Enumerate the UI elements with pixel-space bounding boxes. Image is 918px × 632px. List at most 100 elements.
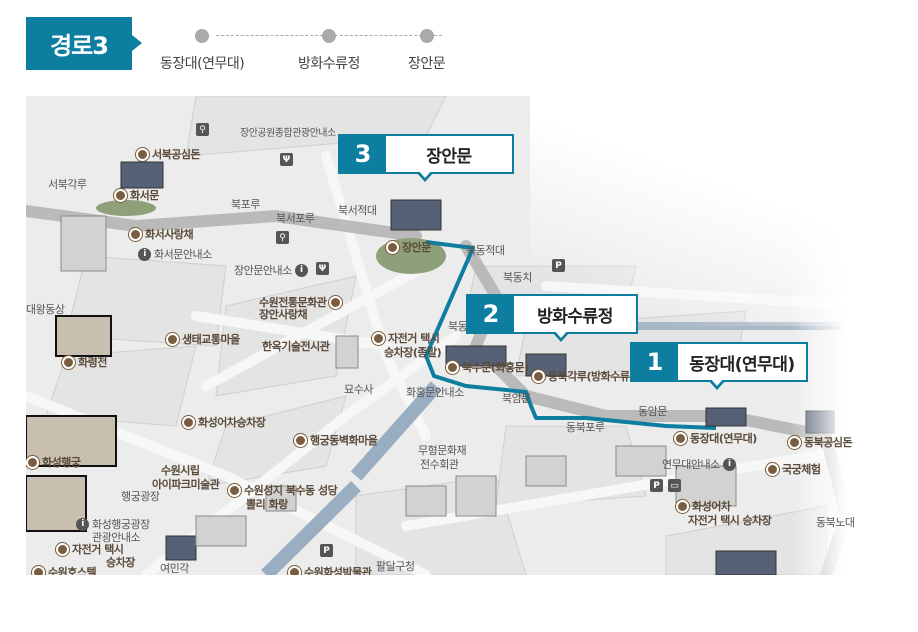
poi-city-museum[interactable]: 수원시립 <box>161 464 200 477</box>
poi-city-museum-2[interactable]: 아이파크미술관 <box>152 478 220 491</box>
poi-eco-village[interactable]: 생태교통마을 <box>166 331 240 347</box>
restroom-icon[interactable]: ⚲ <box>196 123 209 136</box>
landmark-pin-icon <box>532 369 545 383</box>
poi-hwaseomun[interactable]: 화서문 <box>114 187 159 203</box>
restaurant-icon[interactable]: Ψ <box>316 262 329 275</box>
route-badge: 경로3 <box>26 17 142 70</box>
poi-bike-taxi-haenggung[interactable]: 자전거 택시 <box>56 541 124 557</box>
callout-janganmun[interactable]: 3 장안문 <box>338 134 514 182</box>
parking-icon[interactable]: P <box>650 479 663 492</box>
landmark-pin-icon <box>386 240 399 254</box>
callout-tail <box>708 378 726 390</box>
poi-bike-taxi-janganmun-2[interactable]: 승차장(종말) <box>384 346 442 359</box>
taxi-pin-icon <box>766 462 779 476</box>
step-dot-icon <box>419 29 434 43</box>
route-steps: 동장대(연무대) 방화수류정 장안문 <box>150 24 470 74</box>
restroom-icon[interactable]: ⚲ <box>276 231 289 244</box>
poi-hwaseo-sarangchae[interactable]: 화서사랑채 <box>129 226 194 242</box>
poi-haenggung[interactable]: 화성행궁 <box>26 454 81 470</box>
parking-icon[interactable]: P <box>320 544 333 557</box>
map-fade-right <box>790 96 870 575</box>
poi-bukdong-jeokdae[interactable]: 북동적대 <box>466 244 505 257</box>
callout-tail <box>416 170 434 182</box>
poi-intangible-2[interactable]: 전수회관 <box>420 458 459 471</box>
poi-yeomingak[interactable]: 여민각 <box>160 562 189 575</box>
poi-square-info-2[interactable]: 관광안내소 <box>92 531 141 544</box>
poi-hwaryeongjeon[interactable]: 화령전 <box>62 354 107 370</box>
poi-myosusa[interactable]: 묘수사 <box>344 383 373 396</box>
poi-dongbuk-poru[interactable]: 동북포루 <box>566 421 605 434</box>
step-label: 동장대(연무대) <box>160 56 245 72</box>
poi-paldalgucheong[interactable]: 팔달구청 <box>376 560 415 573</box>
poi-bukseo-jeokdae[interactable]: 북서적대 <box>338 204 377 217</box>
landmark-pin-icon <box>674 431 687 445</box>
poi-janganmun[interactable]: 장안문 <box>386 239 431 255</box>
poi-dongbuk-gangnu[interactable]: 동북각루(방화수류정) <box>532 368 644 384</box>
callout-number: 1 <box>632 344 678 380</box>
poi-hwaseong-tram[interactable]: 화성어차 <box>676 498 731 514</box>
poi-bukporu[interactable]: 북포루 <box>231 198 260 211</box>
poi-bike-taxi-haenggung-2[interactable]: 승차장 <box>106 556 135 569</box>
landmark-pin-icon <box>114 188 127 202</box>
callout-banghwasuryujeong[interactable]: 2 방화수류정 <box>466 294 638 342</box>
landmark-pin-icon <box>26 455 39 469</box>
poi-dongbuk-gongsimdon[interactable]: 동북공심돈 <box>788 434 853 450</box>
bus-icon[interactable]: ▭ <box>668 479 681 492</box>
parking-icon[interactable]: P <box>552 259 565 272</box>
poi-intangible[interactable]: 무형문화재 <box>418 444 467 457</box>
step-label: 방화수류정 <box>298 56 360 72</box>
poi-haenggung-square[interactable]: 행궁광장 <box>121 490 160 503</box>
poi-hwaseong-tram-stop[interactable]: 화성어차승차장 <box>182 414 266 430</box>
callout-number: 2 <box>468 296 514 332</box>
poi-dongammun[interactable]: 동암문 <box>638 405 667 418</box>
poi-daewang-statue[interactable]: 대왕동상 <box>26 303 65 316</box>
restaurant-icon[interactable]: Ψ <box>280 153 293 166</box>
poi-hanok-museum[interactable]: 한옥기술전시관 <box>262 340 330 353</box>
poi-haenggung-mural[interactable]: 행궁동벽화마을 <box>294 432 378 448</box>
step-1[interactable]: 동장대(연무대) <box>160 29 245 73</box>
poi-buksumun[interactable]: 북수문(화홍문) <box>446 359 529 375</box>
step-3[interactable]: 장안문 <box>408 29 446 73</box>
taxi-pin-icon <box>372 331 385 345</box>
poi-hwahongmun-info[interactable]: 화홍문안내소 <box>406 386 464 399</box>
taxi-pin-icon <box>56 542 69 556</box>
poi-bukseo-poru[interactable]: 북서포루 <box>276 212 315 225</box>
landmark-pin-icon <box>788 435 801 449</box>
poi-dongjangdae[interactable]: 동장대(연무대) <box>674 430 757 446</box>
taxi-pin-icon <box>182 415 195 429</box>
landmark-pin-icon <box>136 147 149 161</box>
culture-pin-icon <box>228 483 241 497</box>
poi-hwaseong-museum[interactable]: 수원화성박물관 <box>288 564 372 575</box>
poi-seobuk-gongsimdon[interactable]: 서북공심돈 <box>136 146 201 162</box>
route-line <box>424 240 717 430</box>
callout-dongjangdae[interactable]: 1 동장대(연무대) <box>630 342 808 390</box>
poi-hostel[interactable]: 수원호스텔 <box>32 564 97 575</box>
info-icon: i <box>294 263 308 277</box>
poi-national-archery[interactable]: 국궁체험 <box>766 461 821 477</box>
callout-name: 동장대(연무대) <box>689 354 795 375</box>
poi-cathedral[interactable]: 수원성지 북수동 성당 <box>228 482 338 498</box>
callout-tail <box>552 330 570 342</box>
poi-seobuk-gangnu[interactable]: 서북각루 <box>48 178 87 191</box>
culture-pin-icon <box>288 565 301 575</box>
poi-bukdongchi[interactable]: 북동치 <box>503 271 532 284</box>
poi-bike-taxi-janganmun[interactable]: 자전거 택시 <box>372 330 440 346</box>
taxi-pin-icon <box>676 499 689 513</box>
lodging-pin-icon <box>32 565 45 575</box>
poi-cathedral-2[interactable]: 뽈리 화랑 <box>246 498 288 511</box>
poi-suwon-culture[interactable]: 수원전통문화관 <box>259 294 343 310</box>
step-dot-icon <box>195 29 210 43</box>
culture-pin-icon <box>129 227 142 241</box>
callout-number: 3 <box>340 136 386 172</box>
poi-janganpark-info[interactable]: 장안공원종합관광안내소 <box>240 128 336 139</box>
poi-suwon-culture-2[interactable]: 장안사랑채 <box>259 308 308 321</box>
poi-dongbuk-nodae[interactable]: 동북노대 <box>816 516 855 529</box>
step-2[interactable]: 방화수류정 <box>298 29 360 73</box>
poi-bugammun[interactable]: 북암문 <box>502 392 531 405</box>
